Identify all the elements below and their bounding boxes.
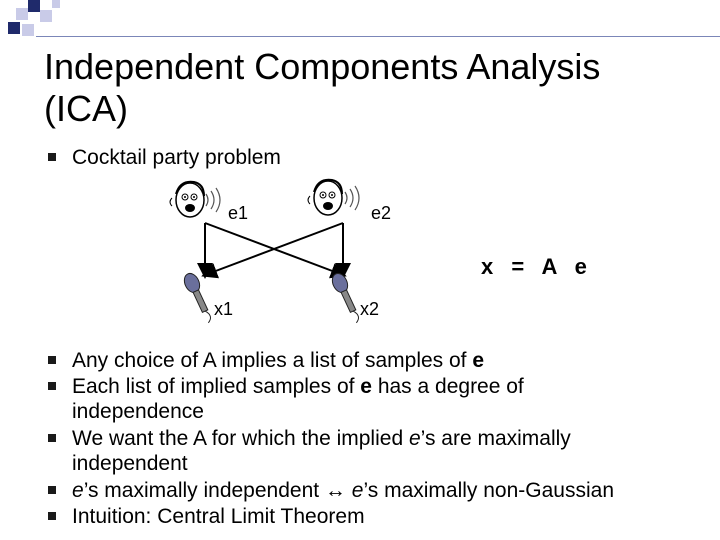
mix-arrow xyxy=(201,222,344,279)
decor-square xyxy=(16,8,28,20)
decor-square xyxy=(52,0,60,8)
face-icon xyxy=(169,180,205,218)
decor-square xyxy=(22,24,34,36)
microphone-icon xyxy=(183,272,212,324)
decor-square xyxy=(28,0,40,12)
mic-label-x1: x1 xyxy=(214,299,234,319)
bullet-5: Intuition: Central Limit Theorem xyxy=(72,505,365,528)
bullet-2: Each list of implied samples of e has a … xyxy=(72,375,524,398)
sound-waves-icon xyxy=(205,187,221,213)
bullet-marker xyxy=(48,512,56,520)
source-label-e2: e2 xyxy=(371,203,392,223)
bullet-marker xyxy=(48,382,56,390)
bullet-marker xyxy=(48,356,56,364)
mixing-equation: x = A e xyxy=(481,254,593,279)
bullet-3: We want the A for which the implied e’s … xyxy=(72,427,571,450)
bullet-3-continued: independent xyxy=(72,452,188,475)
bullet-marker xyxy=(48,486,56,494)
source-label-e1: e1 xyxy=(228,203,249,223)
bullet-2-continued: independence xyxy=(72,400,204,423)
sound-waves-icon xyxy=(344,185,360,211)
title-line-2: (ICA) xyxy=(44,88,128,129)
title-rule xyxy=(36,36,720,37)
face-icon xyxy=(307,178,343,216)
slide-title: Independent Components Analysis (ICA) xyxy=(44,46,704,130)
decor-square xyxy=(40,10,52,22)
intro-bullet: Cocktail party problem xyxy=(72,146,281,169)
microphone-icon xyxy=(331,272,360,324)
title-line-1: Independent Components Analysis xyxy=(44,46,601,87)
decor-square xyxy=(8,22,20,34)
mic-label-x2: x2 xyxy=(360,299,380,319)
bullet-marker xyxy=(48,153,56,161)
bullet-4: e’s maximally independent ↔ e’s maximall… xyxy=(72,479,614,502)
bullet-1: Any choice of A implies a list of sample… xyxy=(72,349,485,372)
bullet-marker xyxy=(48,434,56,442)
